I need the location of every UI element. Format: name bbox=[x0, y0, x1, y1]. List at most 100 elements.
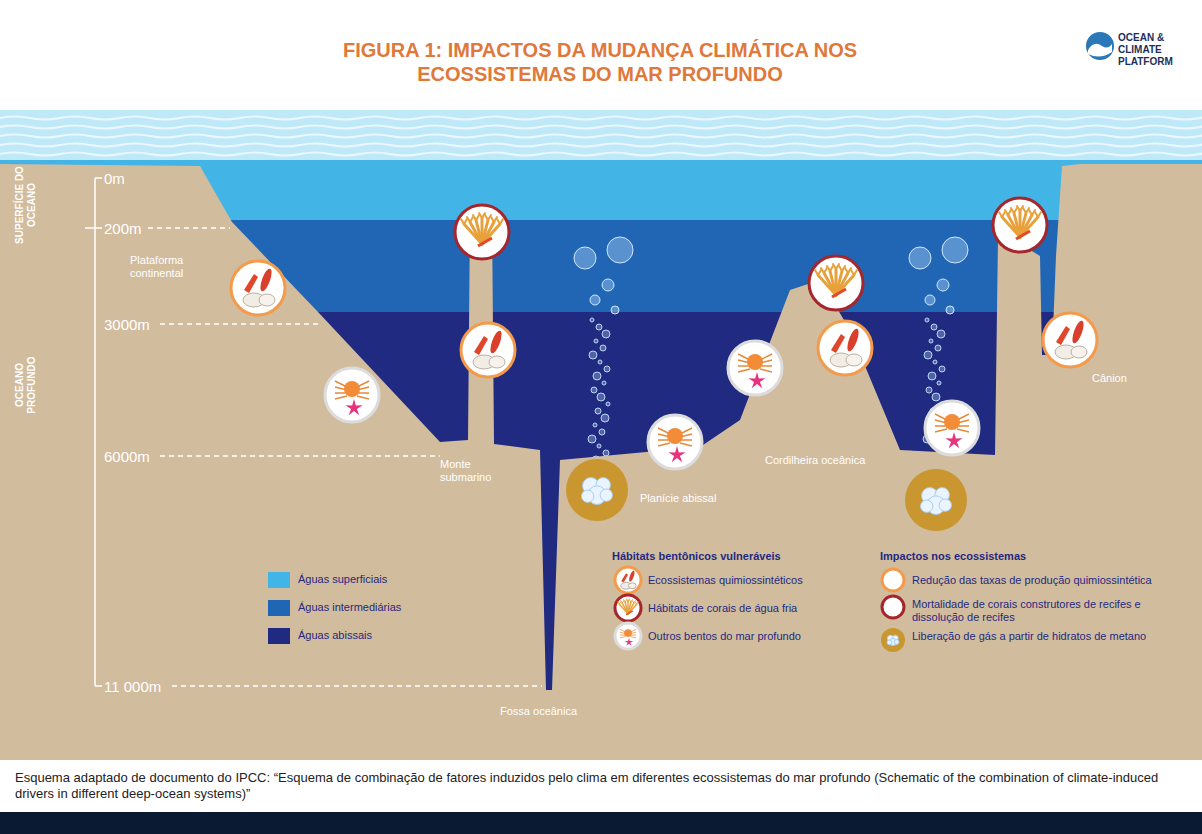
bubble bbox=[599, 429, 605, 435]
coral-icon bbox=[809, 256, 863, 310]
bubble bbox=[925, 318, 929, 322]
bubble bbox=[925, 295, 935, 305]
icon-part bbox=[939, 499, 951, 511]
impact-sample bbox=[882, 596, 904, 618]
icon-part bbox=[632, 601, 633, 603]
feature-label: Plataforma continental bbox=[130, 254, 210, 280]
legend-text: Liberação de gás a partir de hidratos de… bbox=[912, 630, 1194, 643]
icon-part bbox=[628, 583, 636, 589]
bubble bbox=[611, 306, 619, 314]
icon-part bbox=[1071, 346, 1087, 358]
bubble bbox=[937, 381, 941, 385]
bubble bbox=[593, 372, 601, 380]
icon-part bbox=[760, 369, 772, 372]
icon-part bbox=[815, 270, 818, 275]
icon-part bbox=[479, 213, 482, 218]
bubble bbox=[606, 402, 610, 406]
icon-part bbox=[1035, 212, 1038, 217]
icon-part bbox=[485, 215, 488, 220]
bubble bbox=[593, 423, 597, 427]
benthos-icon bbox=[728, 341, 782, 395]
icon-part bbox=[582, 490, 594, 502]
legend-text: Hábitats de corais de água fria bbox=[648, 602, 868, 615]
icon-part bbox=[624, 600, 625, 602]
icon-part bbox=[622, 603, 628, 614]
bubble bbox=[942, 237, 968, 263]
icon-part bbox=[625, 602, 628, 614]
bubble bbox=[946, 306, 954, 314]
icon-part bbox=[738, 369, 750, 372]
benthos-icon bbox=[615, 623, 641, 649]
feature-label: Fossa oceânica bbox=[500, 705, 620, 718]
icon-part bbox=[831, 334, 845, 353]
benthos-icon bbox=[925, 401, 979, 455]
bubble bbox=[594, 339, 598, 343]
legend-text: Ecossistemas quimiossintéticos bbox=[648, 574, 868, 587]
icon-part bbox=[624, 629, 632, 637]
icon-part bbox=[491, 217, 494, 222]
feature-label: Cordilheira oceânica bbox=[765, 454, 895, 467]
icon-part bbox=[999, 212, 1002, 217]
icon-part bbox=[635, 602, 636, 604]
legend-heading: Impactos nos ecossistemas bbox=[880, 550, 1120, 563]
methane-icon bbox=[566, 459, 628, 521]
wave-line bbox=[0, 126, 1202, 129]
chemo-icon bbox=[818, 321, 872, 375]
icon-part bbox=[335, 396, 347, 399]
icon-part bbox=[478, 238, 492, 246]
bubble bbox=[935, 345, 941, 351]
icon-part bbox=[957, 429, 969, 432]
icon-part bbox=[1016, 231, 1030, 239]
icon-part bbox=[467, 217, 470, 222]
icon-part bbox=[851, 270, 854, 275]
icon-part bbox=[821, 268, 824, 273]
legend-swatch bbox=[268, 600, 290, 616]
icon-part bbox=[658, 443, 670, 446]
bubble bbox=[937, 330, 945, 338]
bubble bbox=[574, 247, 596, 269]
icon-part bbox=[747, 354, 763, 370]
bubble bbox=[590, 318, 594, 322]
bubble bbox=[601, 414, 609, 422]
icon-part bbox=[461, 219, 464, 224]
bubble bbox=[931, 324, 937, 330]
chemo-icon bbox=[231, 261, 285, 315]
icon-part bbox=[488, 329, 504, 354]
legend-swatch bbox=[268, 628, 290, 644]
coral-icon bbox=[993, 198, 1047, 252]
icon-part bbox=[497, 219, 500, 224]
icon-part bbox=[667, 428, 683, 444]
logo-text: OCEAN & CLIMATE PLATFORM bbox=[1118, 32, 1198, 68]
bubble bbox=[602, 279, 614, 291]
bubble bbox=[926, 387, 932, 393]
icon-part bbox=[345, 399, 362, 415]
methane-icon bbox=[905, 469, 967, 531]
chemo-icon bbox=[615, 567, 641, 593]
icon-part bbox=[748, 372, 765, 388]
depth-label: 0m bbox=[104, 170, 125, 188]
legend-text: Águas superficiais bbox=[298, 573, 387, 586]
bubble bbox=[909, 247, 931, 269]
legend-text: Redução das taxas de produção quimiossin… bbox=[912, 574, 1194, 587]
benthos-icon bbox=[648, 415, 702, 469]
coral-icon bbox=[615, 595, 641, 621]
icon-part bbox=[887, 640, 892, 645]
icon-part bbox=[626, 611, 633, 615]
bubble bbox=[928, 372, 936, 380]
bubble bbox=[604, 366, 610, 372]
wave-line bbox=[0, 144, 1202, 147]
icon-part bbox=[259, 294, 275, 306]
icon-part bbox=[630, 636, 636, 637]
bubble bbox=[933, 360, 937, 364]
legend-text: Mortalidade de corais construtores de re… bbox=[912, 598, 1194, 624]
icon-part bbox=[827, 266, 830, 271]
legend-text: Águas intermediárias bbox=[298, 601, 401, 614]
icon-part bbox=[625, 638, 633, 646]
bubble bbox=[939, 366, 945, 372]
sea-floor bbox=[0, 164, 1202, 760]
depth-label: 6000m bbox=[104, 448, 150, 466]
icon-part bbox=[621, 573, 628, 582]
chemo-icon bbox=[461, 323, 515, 377]
icon-part bbox=[489, 356, 505, 368]
